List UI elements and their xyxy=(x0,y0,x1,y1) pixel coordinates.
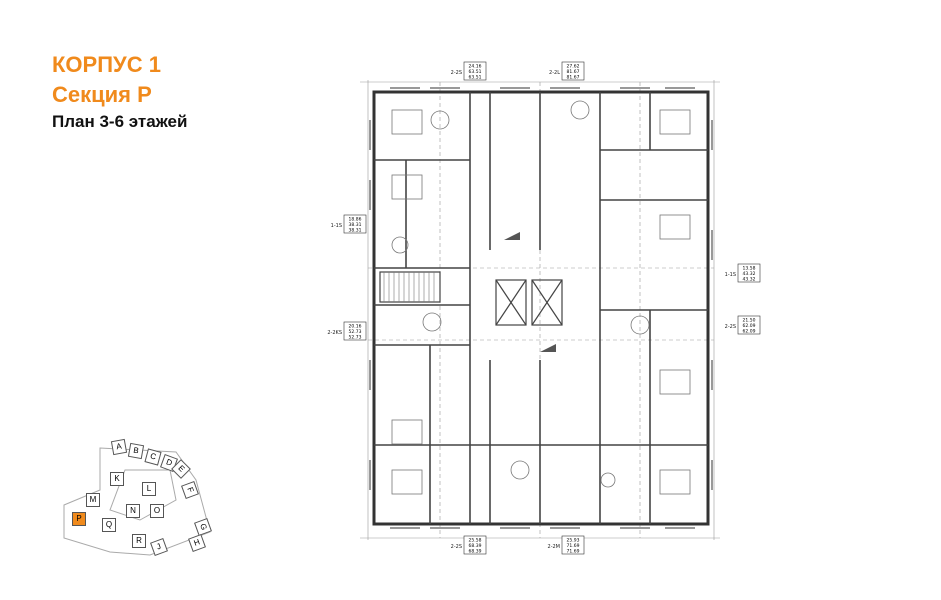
tag-value: 25.58 xyxy=(469,538,482,544)
tag-value: 24.16 xyxy=(469,64,482,70)
section-r[interactable]: R xyxy=(132,534,146,548)
tag-value: 38.31 xyxy=(349,222,362,228)
section-k[interactable]: K xyxy=(110,472,124,486)
tag-type: 1-1S xyxy=(331,223,342,229)
section-n[interactable]: N xyxy=(126,504,140,518)
tag-value: 68.39 xyxy=(469,543,482,549)
tag-value: 13.58 xyxy=(743,266,756,272)
section-p[interactable]: P xyxy=(72,512,86,526)
apartment-tag: 2-2L 27.62 81.67 81.67 xyxy=(549,61,585,81)
floors-title: План 3-6 этажей xyxy=(52,112,188,131)
tag-value: 62.09 xyxy=(743,329,756,335)
core xyxy=(379,271,563,326)
outer-walls xyxy=(372,90,710,526)
tag-type: 1-1S xyxy=(725,272,736,278)
stair-treads xyxy=(383,272,435,302)
tag-type: 2-2S xyxy=(451,70,462,76)
tag-value: 27.62 xyxy=(567,64,580,70)
tag-value: 52.73 xyxy=(349,335,362,341)
tag-value: 81.67 xyxy=(567,69,580,75)
section-m[interactable]: M xyxy=(86,493,100,507)
tag-value: 20.16 xyxy=(349,324,362,330)
apartment-tag: 2-2M 25.93 71.69 71.69 xyxy=(548,535,585,555)
tag-value: 63.51 xyxy=(469,75,482,81)
apartment-tag: 2-2KS 20.16 52.73 52.73 xyxy=(327,321,367,341)
section-q[interactable]: Q xyxy=(102,518,116,532)
tag-value: 43.32 xyxy=(743,277,756,283)
section-o[interactable]: O xyxy=(150,504,164,518)
tag-type: 2-2L xyxy=(549,70,560,76)
section-l[interactable]: L xyxy=(142,482,156,496)
tag-type: 2-2KS xyxy=(327,330,342,336)
building-title: КОРПУС 1 xyxy=(52,52,161,77)
tag-value: 81.67 xyxy=(567,75,580,81)
apartment-tag: 1-1S 18.86 38.31 38.31 xyxy=(331,214,367,234)
tag-value: 71.69 xyxy=(567,543,580,549)
apartment-tag: 2-2S 24.16 63.51 63.51 xyxy=(451,61,487,81)
apartment-tag: 1-1S 13.58 43.32 43.32 xyxy=(725,263,761,283)
tag-value: 71.69 xyxy=(567,549,580,555)
tag-value: 68.39 xyxy=(469,549,482,555)
tag-value: 63.51 xyxy=(469,69,482,75)
tag-value: 38.31 xyxy=(349,228,362,234)
windows xyxy=(369,87,713,529)
apartment-tag: 2-2S 25.58 68.39 68.39 xyxy=(451,535,487,555)
tag-type: 2-2S xyxy=(725,324,736,330)
tag-type: 2-2S xyxy=(451,544,462,550)
shafts xyxy=(504,232,556,352)
furniture xyxy=(391,100,691,495)
tag-value: 21.50 xyxy=(743,318,756,324)
partitions xyxy=(374,92,708,524)
section-title: Секция Р xyxy=(52,82,152,107)
apartment-tag: 2-2S 21.50 62.09 62.09 xyxy=(725,315,761,335)
tag-value: 18.86 xyxy=(349,217,362,223)
section-a[interactable]: A xyxy=(110,438,128,456)
tag-value: 25.93 xyxy=(567,538,580,544)
tag-type: 2-2M xyxy=(548,544,560,550)
tag-value: 43.32 xyxy=(743,271,756,277)
tag-value: 52.73 xyxy=(349,329,362,335)
tag-value: 62.09 xyxy=(743,323,756,329)
section-b[interactable]: B xyxy=(127,442,145,460)
